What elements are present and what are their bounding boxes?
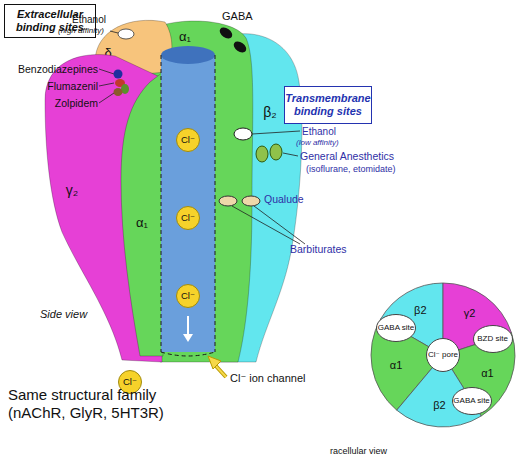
shape-label: GABA site [453, 397, 489, 405]
shape-fill [121, 72, 163, 356]
shape-fill [452, 387, 491, 414]
drug-label: General Anesthetics [300, 150, 394, 163]
flow-arrow-head [183, 334, 193, 342]
anesthetic-site [256, 146, 268, 162]
site-note: (high affinity) [58, 26, 104, 36]
heading-text: Transmembrane binding sites [285, 92, 370, 117]
site-ellipse: BZD site [473, 325, 513, 353]
barbiturate-site [219, 196, 237, 206]
pore-edge [161, 55, 162, 352]
shape-fill [177, 129, 200, 152]
shape-fill [473, 326, 512, 353]
barbiturate-site [242, 196, 260, 206]
channel-pointer [215, 365, 226, 377]
shape-label: Cl⁻ pore [428, 351, 458, 359]
ion-circle: Cl⁻ [176, 128, 200, 152]
shape-label: BZD site [477, 335, 508, 343]
subunit-label: α1 [481, 367, 493, 379]
drug-label: Benzodiazepines [8, 63, 98, 76]
shape-label: GABA site [378, 324, 414, 332]
shape-fill [377, 315, 416, 342]
subunit-label: β2 [433, 399, 445, 411]
site-note: (low affinity) [296, 138, 339, 148]
subunit-label: α1 [390, 359, 402, 371]
drug-label: Ethanol [302, 126, 336, 138]
heading-box: Transmembrane binding sites [284, 86, 372, 124]
anesthetic-site [270, 144, 282, 160]
subunit-label: β₂ [263, 104, 277, 120]
drug-label: Flumazenil [30, 80, 98, 93]
site-note: (isoflurane, etomidate) [306, 164, 396, 175]
ethanol-site [234, 128, 252, 140]
ion-circle: Cl⁻ [176, 206, 200, 230]
zolpidem-site [114, 88, 123, 96]
shape-label: Cl⁻ [123, 377, 137, 387]
subunit-shape: α₁ [115, 65, 167, 360]
flow-arrow [187, 316, 189, 335]
shape-label: Cl⁻ [181, 135, 195, 145]
drug-label: Qualude [264, 193, 304, 206]
shape-label: Cl⁻ [181, 291, 195, 301]
shape-fill [397, 355, 481, 427]
drug-label: Zolpidem [30, 97, 98, 110]
benzodiazepine-site [114, 70, 123, 79]
shape-fill [177, 207, 200, 230]
subunit-label: α₁ [179, 29, 191, 44]
subunit-label: γ₂ [66, 182, 78, 198]
family-note: Same structural family (nAChR, GlyR, 5HT… [8, 386, 198, 422]
site-ellipse: GABA site [452, 387, 492, 415]
subunit-label: β2 [414, 304, 426, 316]
shape-outline [115, 65, 167, 360]
pore-edge [215, 55, 216, 352]
site-label: GABA [222, 10, 253, 23]
drug-label: Barbiturates [290, 243, 347, 256]
shape-fill [177, 285, 200, 308]
view-caption: Side view [40, 308, 87, 321]
ethanol-site [118, 29, 134, 39]
channel-pore [161, 55, 215, 352]
site-label: Ethanol [72, 14, 106, 26]
pore-mouth [161, 46, 215, 64]
shape-fill [427, 339, 460, 372]
ion-circle: Cl⁻ [176, 284, 200, 308]
pore-circle: Cl⁻ pore [426, 338, 460, 372]
view-caption: racellular view [330, 446, 387, 457]
channel-label: Cl⁻ ion channel [230, 372, 306, 385]
shape-label: Cl⁻ [181, 213, 195, 223]
subunit-label: γ2 [464, 307, 476, 319]
site-ellipse: GABA site [376, 314, 416, 342]
channel-pointer [215, 365, 226, 377]
subunit-label: α₁ [136, 215, 148, 230]
